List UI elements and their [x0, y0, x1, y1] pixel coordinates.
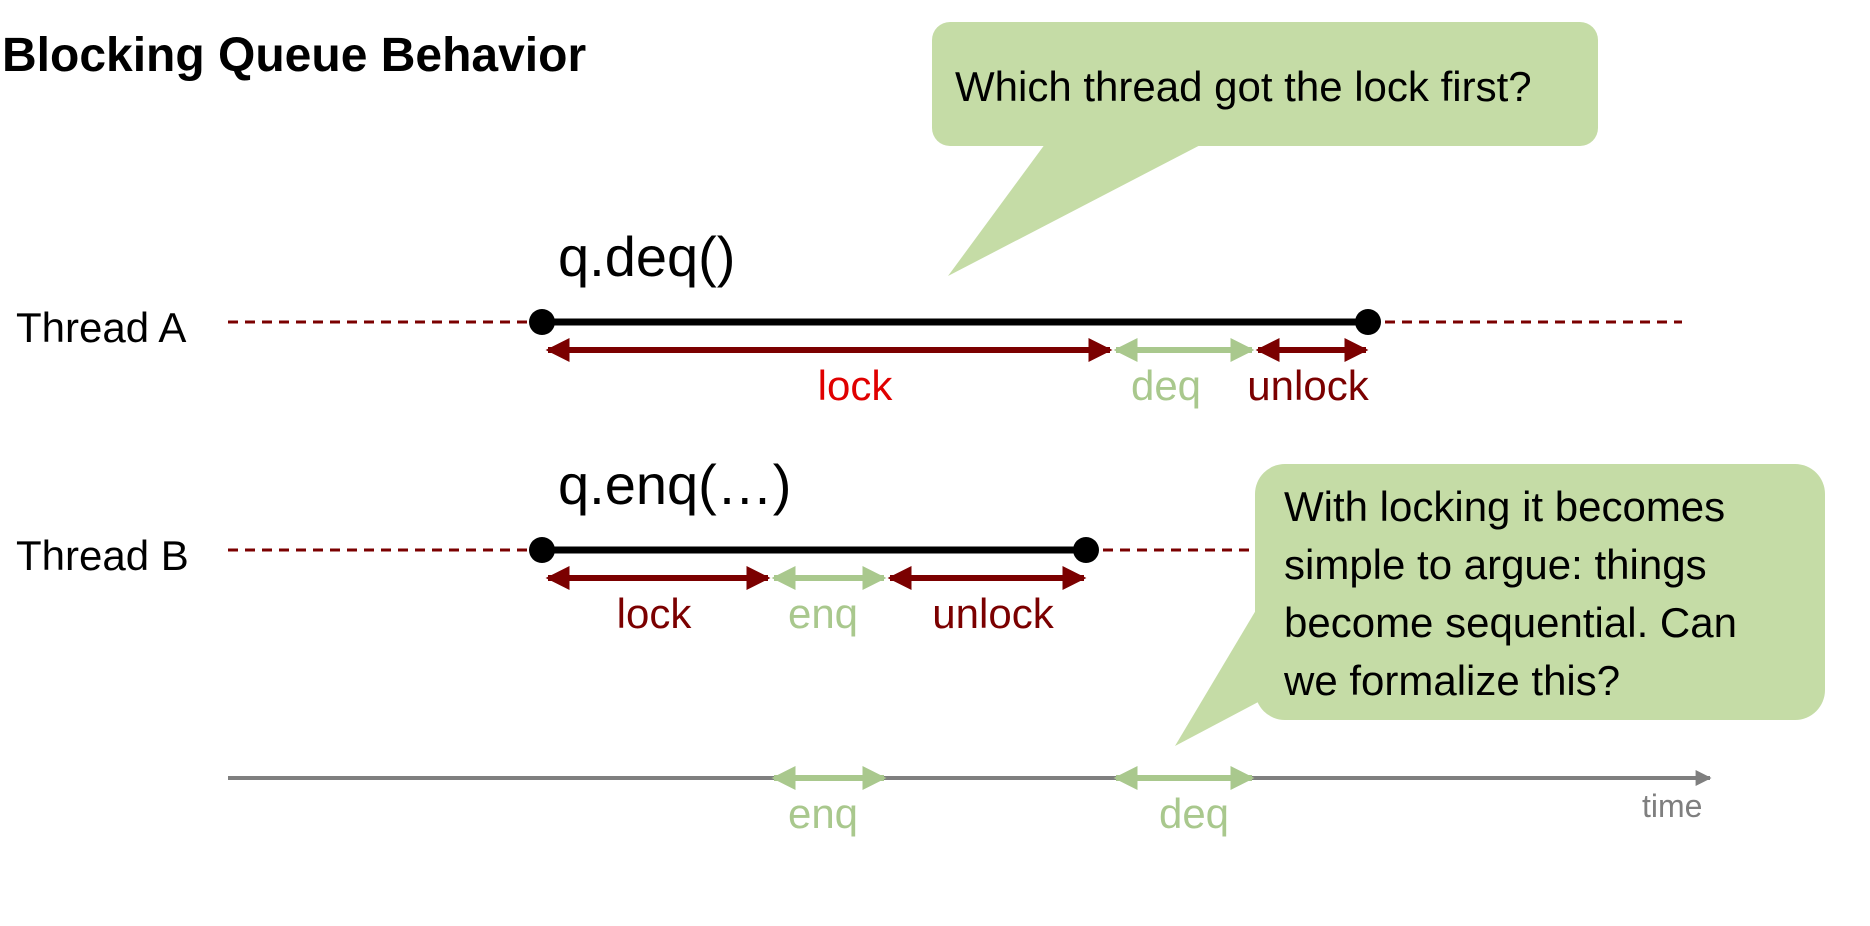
thread-a-deq-label: deq	[1130, 362, 1202, 409]
thread-a-lock-label: lock	[817, 362, 893, 409]
thread-b-unlock-label: unlock	[932, 590, 1054, 637]
callout-formalize-line: we formalize this?	[1284, 657, 1621, 704]
thread-b-call-start-dot	[529, 537, 555, 563]
callout-lock-first-text: Which thread got the lock first?	[955, 63, 1532, 110]
thread-a-call-end-dot	[1355, 309, 1381, 335]
callout-bubble-formalize	[1175, 464, 1825, 746]
slide-title: Blocking Queue Behavior	[2, 29, 587, 82]
thread-a-unlock-label: unlock	[1247, 362, 1369, 409]
thread-a-label: Thread A	[16, 304, 187, 351]
thread-b-label: Thread B	[16, 532, 189, 579]
callout-formalize-line: become sequential. Can	[1284, 599, 1737, 646]
thread-b-call-end-dot	[1073, 537, 1099, 563]
time-axis-enq-label: enq	[787, 790, 859, 837]
time-axis-label: time	[1642, 788, 1703, 824]
callout-formalize-line: With locking it becomes	[1284, 483, 1726, 530]
callout-bubble-lock-first	[932, 22, 1598, 276]
thread-b-enq-label: enq	[787, 590, 859, 637]
callout-formalize-text: With locking it becomes simple to argue:…	[1284, 478, 1737, 710]
thread-a-call-start-dot	[529, 309, 555, 335]
callout-formalize-line: simple to argue: things	[1284, 541, 1707, 588]
thread-b-lock-label: lock	[616, 590, 692, 637]
thread-b-call-label: q.enq(…)	[558, 453, 792, 516]
thread-a-call-label: q.deq()	[558, 225, 736, 288]
thread-b-timeline	[228, 537, 1255, 590]
thread-a-timeline	[228, 309, 1682, 362]
time-axis-deq-label: deq	[1158, 790, 1230, 837]
